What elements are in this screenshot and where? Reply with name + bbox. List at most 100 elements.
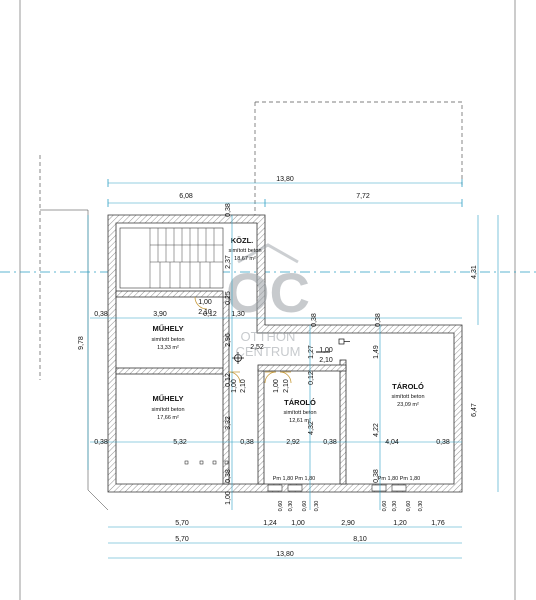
sill-labels: 0,60 0,30 0,60 0,30 0,60 0,30 0,60 0,30: [278, 501, 424, 512]
room-name: TÁROLÓ: [392, 382, 424, 391]
vent-squares: [184, 460, 229, 465]
opening-labels: 1,00 2,10 1,00 2,10 1,00 2,10 1,00 2,10: [198, 299, 333, 393]
dim-label: 2,92: [286, 439, 300, 446]
wall-muhely-corridor: [222, 296, 230, 485]
dim-bottom3: 13,80: [108, 551, 462, 559]
dim-label: 1,20: [393, 520, 407, 527]
opening-height: 2,10: [240, 379, 247, 393]
outer-walls: [107, 214, 463, 493]
electric-panel-icon: [232, 352, 244, 364]
dim-label: 0,38: [311, 313, 318, 327]
window-labels: Pm 1,80 Pm 1,80 Pm 1,80 Pm 1,80: [273, 476, 420, 482]
window-label: Pm 1,80: [295, 476, 315, 482]
room-tarolo-2: TÁROLÓ simított beton 23,09 m²: [391, 382, 424, 408]
dim-label: 0,12: [225, 373, 232, 387]
dim-label: 9,78: [78, 336, 85, 350]
dim-label: 1,24: [263, 520, 277, 527]
dim-label: 5,70: [175, 536, 189, 543]
window-label: Pm 1,80: [378, 476, 398, 482]
sill-label: 0,30: [418, 501, 424, 512]
dim-label: 1,00: [291, 520, 305, 527]
dim-label: 0,38: [323, 439, 337, 446]
opening-width: 1,00: [273, 379, 280, 393]
dim-label: 4,04: [385, 439, 399, 446]
dim-label: 0,25: [225, 291, 232, 305]
dim-label: 6,47: [471, 403, 478, 417]
dim-row2: 0,38 5,32 0,38 2,92 0,38 4,04 0,38: [90, 439, 462, 446]
opening-height: 2,10: [319, 357, 333, 364]
dim-label: 2,37: [225, 255, 232, 269]
room-name: MŰHELY: [153, 394, 184, 403]
dim-label: 2,52: [250, 344, 264, 351]
room-area: 13,33 m²: [157, 345, 179, 351]
sill-label: 0,30: [288, 501, 294, 512]
room-area: 23,09 m²: [397, 402, 419, 408]
terrain-left: [40, 209, 109, 511]
opening-height: 2,10: [198, 309, 212, 316]
door-corridor-1: [228, 371, 241, 384]
windows: [267, 484, 407, 492]
light-fixture-icon: [338, 338, 350, 345]
opening-width: 1,00: [319, 347, 333, 354]
dim-right: 4,31 6,47: [471, 215, 499, 492]
dim-label: 1,49: [373, 345, 380, 359]
sill-label: 0,60: [278, 501, 284, 512]
otthon-centrum-logo: OC OTTHON CENTRUM: [226, 243, 310, 359]
dim-label: 4,32: [308, 421, 315, 435]
dim-label: 5,32: [173, 439, 187, 446]
room-floor: simított beton: [151, 407, 184, 413]
dim-verticals: 0,38 2,37 0,25 2,96 0,12 3,32 0,38 1,00 …: [225, 203, 381, 510]
wall-muhely-muhely: [115, 367, 224, 375]
dim-row1: 0,38 3,90 0,12 1,30 0,38 0,38: [90, 311, 462, 327]
opening-width: 1,00: [198, 299, 212, 306]
room-kozl: KÖZL. simított beton 18,67 m²: [228, 236, 261, 262]
dim-label: 6,08: [179, 193, 193, 200]
dim-label: 7,72: [356, 193, 370, 200]
room-muhely-1: MŰHELY simított beton 13,33 m²: [151, 324, 184, 351]
opening-width: 1,00: [231, 379, 238, 393]
opening-height: 2,10: [283, 379, 290, 393]
stair-steps: [149, 228, 223, 288]
dim-label: 3,32: [225, 416, 232, 430]
wall-kozl-muhely: [115, 290, 224, 298]
room-area: 17,66 m²: [157, 415, 179, 421]
dim-label: 5,70: [175, 520, 189, 527]
dim-label: 0,38: [373, 469, 380, 483]
dim-label: 1,00: [225, 491, 232, 505]
dim-label: 4,22: [373, 423, 380, 437]
dim-bottom1: 5,70 1,24 1,00 2,90 1,20 1,76: [108, 520, 462, 528]
door-corridor-2: [264, 371, 277, 384]
dim-label: 0,38: [225, 469, 232, 483]
dim-top-total: 13,80: [107, 176, 463, 187]
dim-label: 0,38: [94, 439, 108, 446]
room-name: TÁROLÓ: [284, 398, 316, 407]
wall-tarolo-top: [257, 364, 347, 372]
dim-label: 0,38: [436, 439, 450, 446]
dim-label: 1,76: [431, 520, 445, 527]
logo-mark: OC: [226, 261, 310, 324]
dim-label: 0,38: [240, 439, 254, 446]
sill-label: 0,60: [406, 501, 412, 512]
dim-label: 0,38: [375, 313, 382, 327]
dim-label: 3,90: [153, 311, 167, 318]
dim-label: 0,12: [203, 311, 217, 318]
wall-tarolo-tarolo: [339, 359, 347, 485]
logo-line1: OTTHON: [241, 329, 296, 344]
dim-label: 2,96: [225, 333, 232, 347]
dim-top-split: 6,08 7,72: [107, 193, 463, 207]
dim-label: 1,30: [231, 311, 245, 318]
dim-label: 0,38: [225, 203, 232, 217]
door-stair: [194, 296, 208, 310]
dim-label: 2,90: [341, 520, 355, 527]
sill-label: 0,60: [382, 501, 388, 512]
window-label: Pm 1,80: [400, 476, 420, 482]
room-area: 18,67 m²: [234, 256, 256, 262]
dim-label: 13,80: [276, 176, 294, 183]
dim-label: 0,38: [94, 311, 108, 318]
dim-label: 0,12: [308, 371, 315, 385]
room-muhely-2: MŰHELY simított beton 17,66 m²: [151, 394, 184, 421]
wall-corridor-tarolo: [257, 369, 265, 485]
door-corridor-3: [279, 371, 292, 384]
room-tarolo-1: TÁROLÓ simított beton 12,61 m²: [283, 398, 316, 424]
room-floor: simított beton: [391, 394, 424, 400]
